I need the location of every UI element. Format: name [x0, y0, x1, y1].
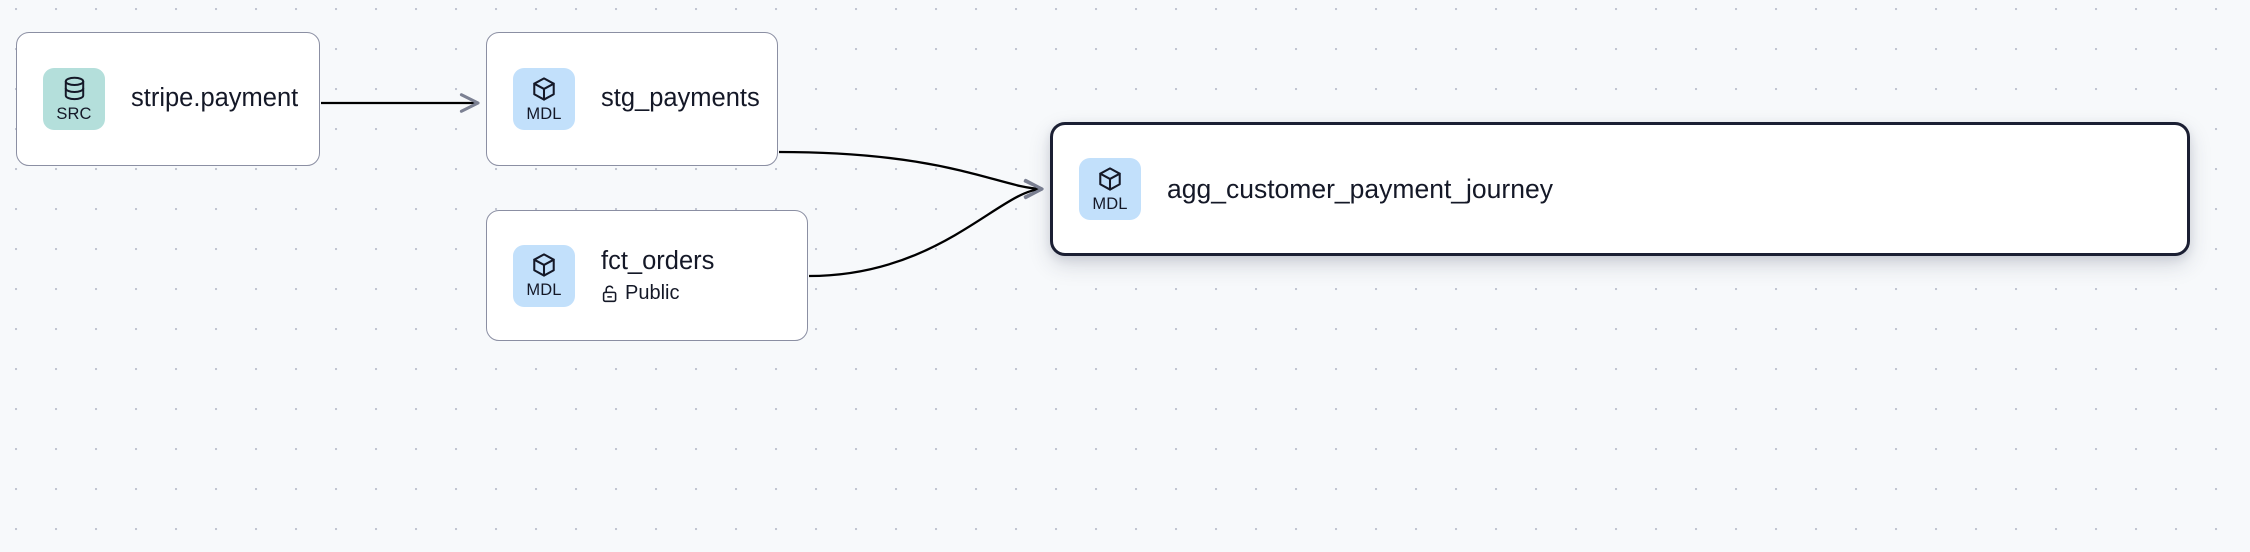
badge-src: SRC — [43, 68, 105, 130]
node-body: stg_payments — [601, 84, 760, 114]
node-title: stg_payments — [601, 84, 760, 113]
node-title: stripe.payment — [131, 84, 299, 113]
database-icon — [64, 76, 84, 100]
badge-mdl: MDL — [1079, 158, 1141, 220]
cube-icon — [1099, 167, 1121, 191]
badge-label: MDL — [1092, 194, 1128, 213]
node-visibility: Public — [601, 282, 714, 304]
visibility-label: Public — [625, 282, 680, 305]
badge-mdl: MDL — [513, 68, 575, 130]
cube-icon — [533, 253, 555, 277]
badge-mdl: MDL — [513, 244, 575, 307]
node-stg-payments[interactable]: MDL stg_payments — [486, 32, 778, 166]
cube-icon — [533, 77, 555, 101]
badge-label: MDL — [526, 281, 562, 300]
node-body: fct_orders Public — [601, 247, 714, 305]
node-fct-orders[interactable]: MDL fct_orders Public — [486, 210, 808, 341]
edge-fct-orders-to-agg-customer-payment-journey — [808, 179, 1044, 278]
edge-stg-payments-to-agg-customer-payment-journey — [778, 150, 1044, 199]
node-body: stripe.payment — [131, 84, 298, 114]
node-stripe-payment[interactable]: SRC stripe.payment — [16, 32, 320, 166]
unlock-icon — [602, 285, 617, 302]
badge-label: MDL — [526, 104, 562, 123]
badge-label: SRC — [56, 104, 92, 123]
node-title: agg_customer_payment_journey — [1167, 173, 1553, 204]
node-agg-customer-payment-journey[interactable]: MDL agg_customer_payment_journey — [1050, 122, 2190, 256]
node-title: fct_orders — [601, 246, 715, 275]
node-body: agg_customer_payment_journey — [1167, 174, 1553, 205]
